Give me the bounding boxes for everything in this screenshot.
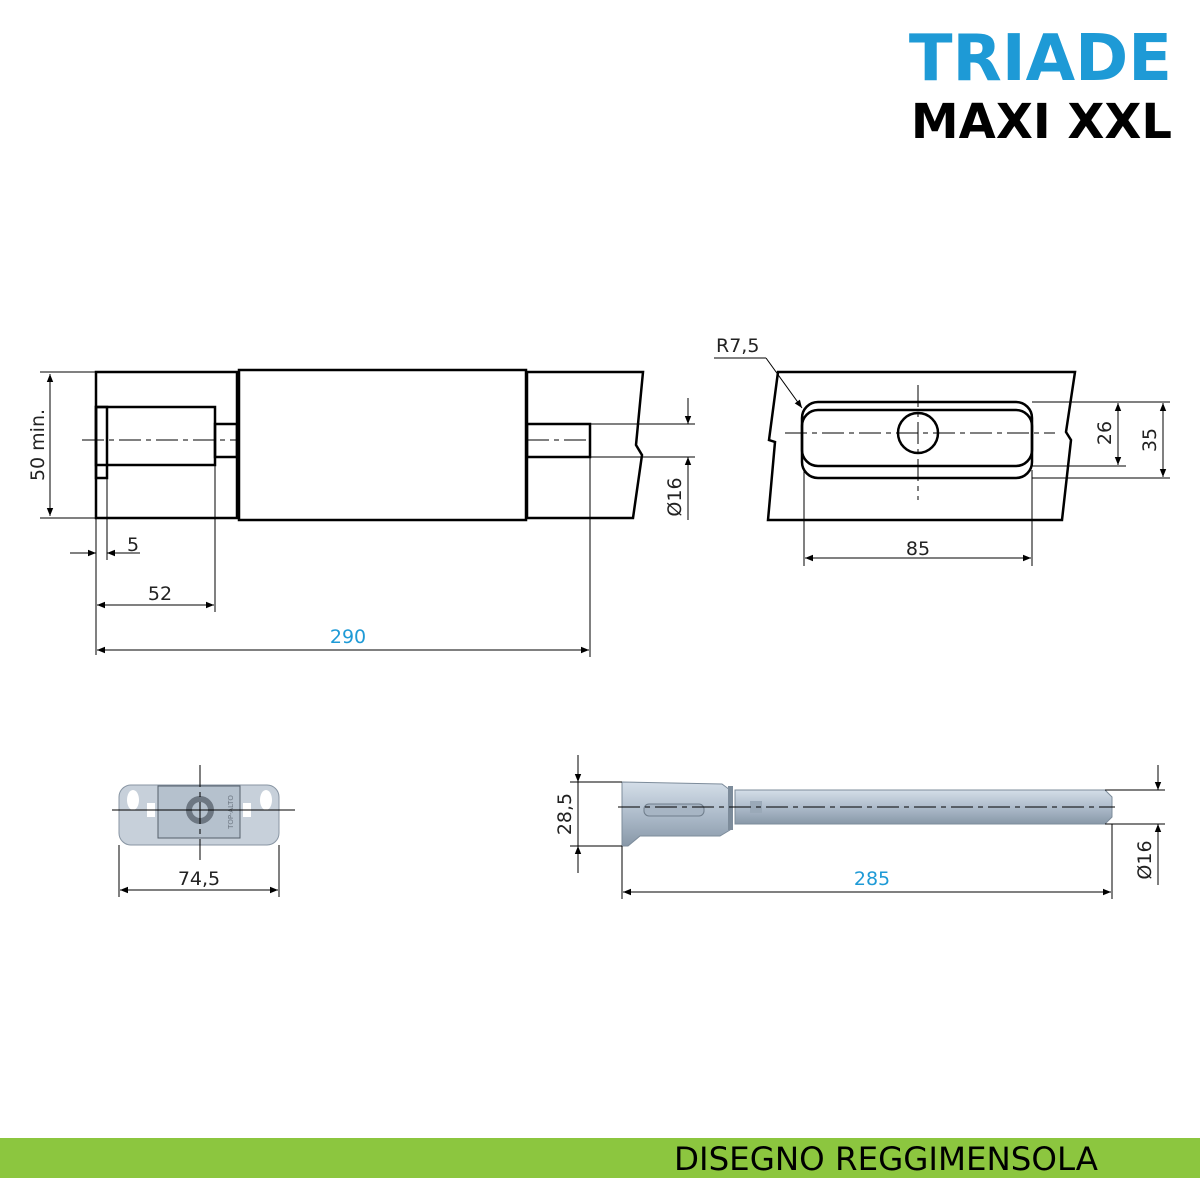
- plate-label: TOP-ALTO: [227, 795, 235, 830]
- pin-diameter-dim: Ø16: [664, 477, 686, 516]
- inner-height-dim: 26: [1094, 421, 1116, 445]
- plate-width-dim: 74,5: [178, 868, 220, 890]
- slot-depth-dim: 5: [127, 534, 139, 556]
- width-dim: 85: [906, 538, 930, 560]
- radius-dim: R7,5: [716, 335, 759, 357]
- hole-depth-dim: 52: [148, 583, 172, 605]
- front-view: R7,5 26 35 85: [714, 335, 1170, 566]
- brand-title: TRIADE: [909, 22, 1172, 96]
- footer-bar: [0, 1138, 1200, 1178]
- total-length-dim: 290: [330, 626, 366, 648]
- pin-view: 28,5 285 Ø16: [554, 755, 1165, 899]
- outer-height-dim: 35: [1139, 428, 1161, 452]
- height-dim: 50 min.: [27, 409, 49, 481]
- model-title: MAXI XXL: [911, 94, 1172, 150]
- head-height-dim: 28,5: [554, 793, 576, 835]
- pin-length-dim: 285: [854, 868, 890, 890]
- footer-title: DISEGNO REGGIMENSOLA: [674, 1140, 1098, 1178]
- pin-diameter-dim: Ø16: [1134, 840, 1156, 879]
- plate-view: TOP-ALTO 74,5: [112, 765, 295, 897]
- section-view: 50 min. 5 52 290 Ø16: [27, 368, 695, 657]
